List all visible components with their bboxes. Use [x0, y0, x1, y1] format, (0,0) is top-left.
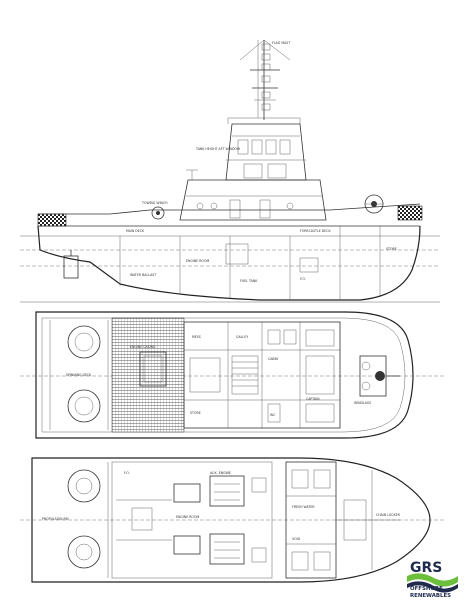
profile-label-5: ENGINE ROOM [186, 259, 209, 263]
stern-fender [37, 213, 67, 227]
windlass [359, 355, 400, 397]
main-deck-outline [35, 311, 414, 439]
grs-offshore-renewables-logo: GRS OFFSHORE RENEWABLES [407, 560, 458, 599]
logo-wave-dark [407, 581, 458, 593]
deck-label-7: ENGINE CASING [130, 345, 156, 349]
profile-view: FLAG MAST TANK HEIGHT AFT WINDOW MAIN DE… [20, 39, 440, 303]
propulsion-unit [63, 250, 79, 279]
profile-label-2: MAIN DECK [126, 229, 145, 233]
engine-room-plan [111, 461, 273, 579]
lower-label-4: FRESH WATER [292, 505, 315, 509]
profile-label-6: FUEL TANK [240, 279, 258, 283]
main-deck-plan: SPINNING DECK MESS GALLEY CABIN CAPTAIN … [20, 311, 445, 439]
profile-label-1: TANK HEIGHT AFT WINDOW [195, 147, 241, 151]
wheelhouse [225, 123, 307, 181]
profile-compartments [119, 226, 381, 300]
profile-label-8: F.O. [300, 277, 306, 281]
deck-label-1: MESS [192, 335, 201, 339]
lower-label-2: ENGINE ROOM [176, 515, 199, 519]
aft-bitts [49, 320, 109, 430]
mast [227, 39, 301, 124]
profile-label-9: STORE [386, 247, 397, 251]
deckhouse-rooms [183, 321, 341, 429]
lower-label-0: PROPULSION RM [42, 517, 69, 521]
lower-deck-plan: PROPULSION RM F.O. ENGINE ROOM AUX. ENGI… [20, 457, 445, 583]
deck-label-3: CABIN [268, 357, 279, 361]
lower-label-3: AUX. ENGINE [210, 471, 231, 475]
deck-label-4: CAPTAIN [306, 397, 320, 401]
hull-profile [37, 225, 421, 301]
forward-compartments [285, 461, 400, 579]
profile-label-3: FORECASTLE DECK [300, 229, 331, 233]
logo-name: GRS [410, 560, 442, 576]
profile-label-7: WATER BALLAST [130, 273, 156, 277]
engine-casing [139, 351, 167, 387]
logo-wave-green [407, 573, 458, 587]
superstructure [179, 169, 327, 221]
profile-label-4: TOWING WINCH [141, 201, 168, 205]
deck-label-6: WC [270, 413, 276, 417]
lower-label-5: VOID [292, 537, 301, 541]
logo-line1: OFFSHORE [410, 586, 443, 592]
bow-fender [397, 205, 423, 221]
towing-winch [151, 194, 384, 220]
deck-label-5: STORE [190, 411, 201, 415]
profile-label-0: FLAG MAST [272, 41, 290, 45]
logo-line2: RENEWABLES [410, 593, 451, 599]
deck-label-0: SPINNING DECK [66, 373, 92, 377]
lower-label-1: F.O. [124, 471, 130, 475]
planked-deck [111, 317, 185, 433]
propulsion-units-plan [67, 462, 109, 578]
deck-label-8: WINDLASS [354, 401, 371, 405]
lower-label-6: CHAIN LOCKER [376, 513, 401, 517]
deck-label-2: GALLEY [236, 335, 248, 339]
